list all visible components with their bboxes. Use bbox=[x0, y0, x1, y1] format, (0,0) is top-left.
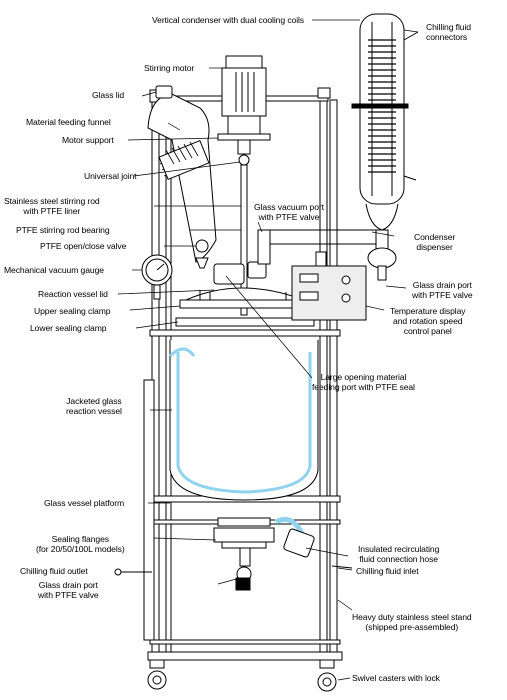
label-insulated-hose: Insulated recirculating fluid connection… bbox=[358, 544, 440, 564]
stirring-motor bbox=[217, 55, 271, 316]
jacketed-vessel bbox=[168, 340, 319, 501]
label-glass-vacuum-port: Glass vacuum port with PTFE valve bbox=[254, 202, 324, 222]
label-glass-lid: Glass lid bbox=[92, 90, 125, 100]
label-jacketed-vessel: Jacketed glass reaction vessel bbox=[66, 396, 122, 416]
label-universal-joint: Universal joint bbox=[84, 171, 137, 181]
label-motor-support: Motor support bbox=[62, 135, 114, 145]
label-glass-drain-port-top: Glass drain port with PTFE valve bbox=[412, 280, 473, 300]
label-lower-sealing-clamp: Lower sealing clamp bbox=[30, 323, 107, 333]
label-material-feeding-funnel: Material feeding funnel bbox=[26, 117, 111, 127]
label-casters: Swivel casters with lock bbox=[352, 673, 440, 683]
material-feeding-funnel bbox=[147, 85, 217, 269]
caster-right bbox=[317, 659, 337, 692]
label-reaction-vessel-lid: Reaction vessel lid bbox=[38, 289, 108, 299]
label-ptfe-valve: PTFE open/close valve bbox=[40, 241, 127, 251]
label-vertical-condenser: Vertical condenser with dual cooling coi… bbox=[152, 15, 305, 25]
reaction-vessel-lid bbox=[175, 229, 315, 327]
label-chilling-fluid-inlet: Chilling fluid inlet bbox=[356, 566, 419, 576]
label-vessel-platform: Glass vessel platform bbox=[44, 498, 125, 508]
vertical-condenser bbox=[351, 13, 419, 281]
leader-lines bbox=[117, 19, 419, 681]
label-sealing-flanges: Sealing flanges (for 20/50/100L models) bbox=[36, 534, 125, 554]
bottom-assembly bbox=[114, 516, 353, 591]
label-stirring-motor: Stirring motor bbox=[144, 63, 195, 73]
label-large-opening-port: Large opening material feeding port with… bbox=[312, 372, 415, 392]
label-condenser-dispenser: Condenser dispenser bbox=[414, 232, 456, 252]
label-stirring-rod: Stainless steel stirring rod with PTFE l… bbox=[4, 196, 100, 216]
control-panel bbox=[291, 251, 367, 321]
label-chilling-fluid-connectors: Chilling fluid connectors bbox=[426, 22, 471, 42]
label-rod-bearing: PTFE stirring rod bearing bbox=[16, 225, 110, 235]
label-upper-sealing-clamp: Upper sealing clamp bbox=[34, 306, 111, 316]
caster-left bbox=[147, 659, 167, 690]
label-stand: Heavy duty stainless steel stand (shippe… bbox=[352, 612, 472, 632]
label-glass-drain-port-bottom: Glass drain port with PTFE valve bbox=[38, 580, 99, 600]
label-temperature-display: Temperature display and rotation speed c… bbox=[390, 306, 466, 336]
label-vacuum-gauge: Mechanical vacuum gauge bbox=[4, 265, 104, 275]
label-chilling-fluid-outlet: Chilling fluid outlet bbox=[20, 566, 88, 576]
